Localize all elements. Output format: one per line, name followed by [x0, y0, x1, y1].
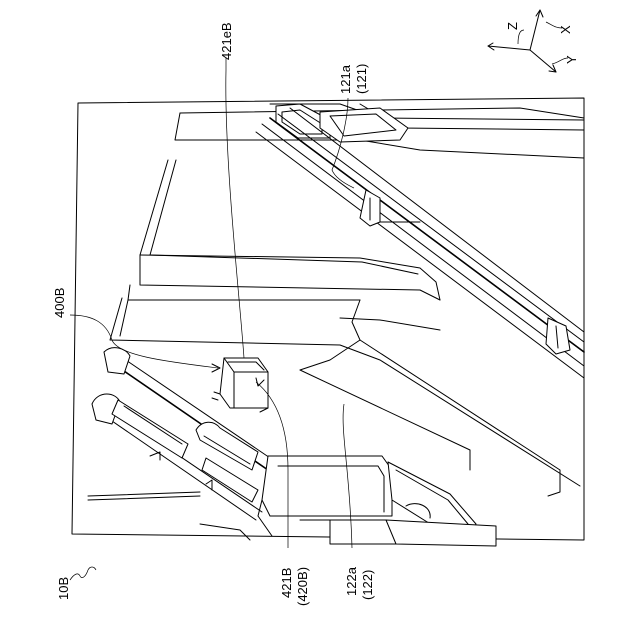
label-122a: 122a — [344, 566, 359, 596]
label-400B: 400B — [52, 288, 67, 318]
upper-housing — [175, 104, 584, 158]
label-421eB: 421eB — [219, 22, 234, 60]
vertical-ribs — [110, 160, 440, 360]
figure-label-squiggle — [70, 567, 96, 580]
label-122: (122) — [360, 570, 375, 600]
axis-label-x: X — [558, 25, 573, 34]
diagonal-rail — [256, 108, 584, 378]
lower-blocks — [200, 456, 496, 546]
axis-label-z: Z — [505, 22, 520, 30]
figure-label: 10B — [56, 577, 71, 600]
label-121a: 121a — [338, 64, 353, 94]
leader-421eB — [226, 58, 244, 358]
label-420B: (420B) — [295, 567, 310, 606]
label-121: (121) — [354, 64, 369, 94]
axis-label-y: Y — [564, 55, 579, 64]
coordinate-axes — [488, 10, 568, 72]
label-421B: 421B — [279, 568, 294, 598]
